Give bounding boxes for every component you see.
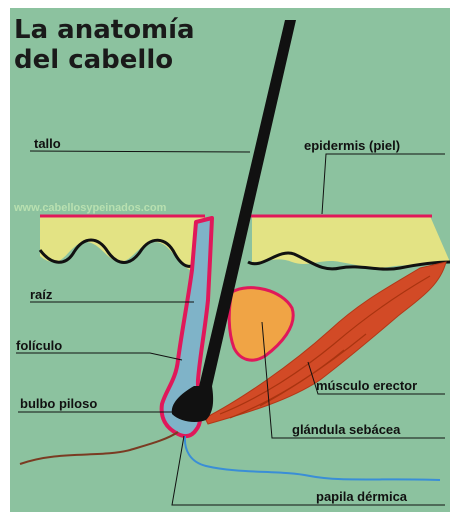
title-line-1: La anatomía: [14, 15, 195, 45]
watermark: www.cabellosypeinados.com: [13, 202, 167, 214]
label-tallo: tallo: [34, 136, 61, 151]
label-papila: papila dérmica: [316, 489, 408, 504]
title-line-2: del cabello: [14, 45, 173, 75]
label-bulbo: bulbo piloso: [20, 396, 97, 411]
label-foliculo: folículo: [16, 338, 62, 353]
label-epidermis: epidermis (piel): [304, 138, 400, 153]
label-musculo: músculo erector: [316, 378, 417, 393]
label-glandula: glándula sebácea: [292, 422, 401, 437]
label-raiz: raíz: [30, 287, 53, 302]
